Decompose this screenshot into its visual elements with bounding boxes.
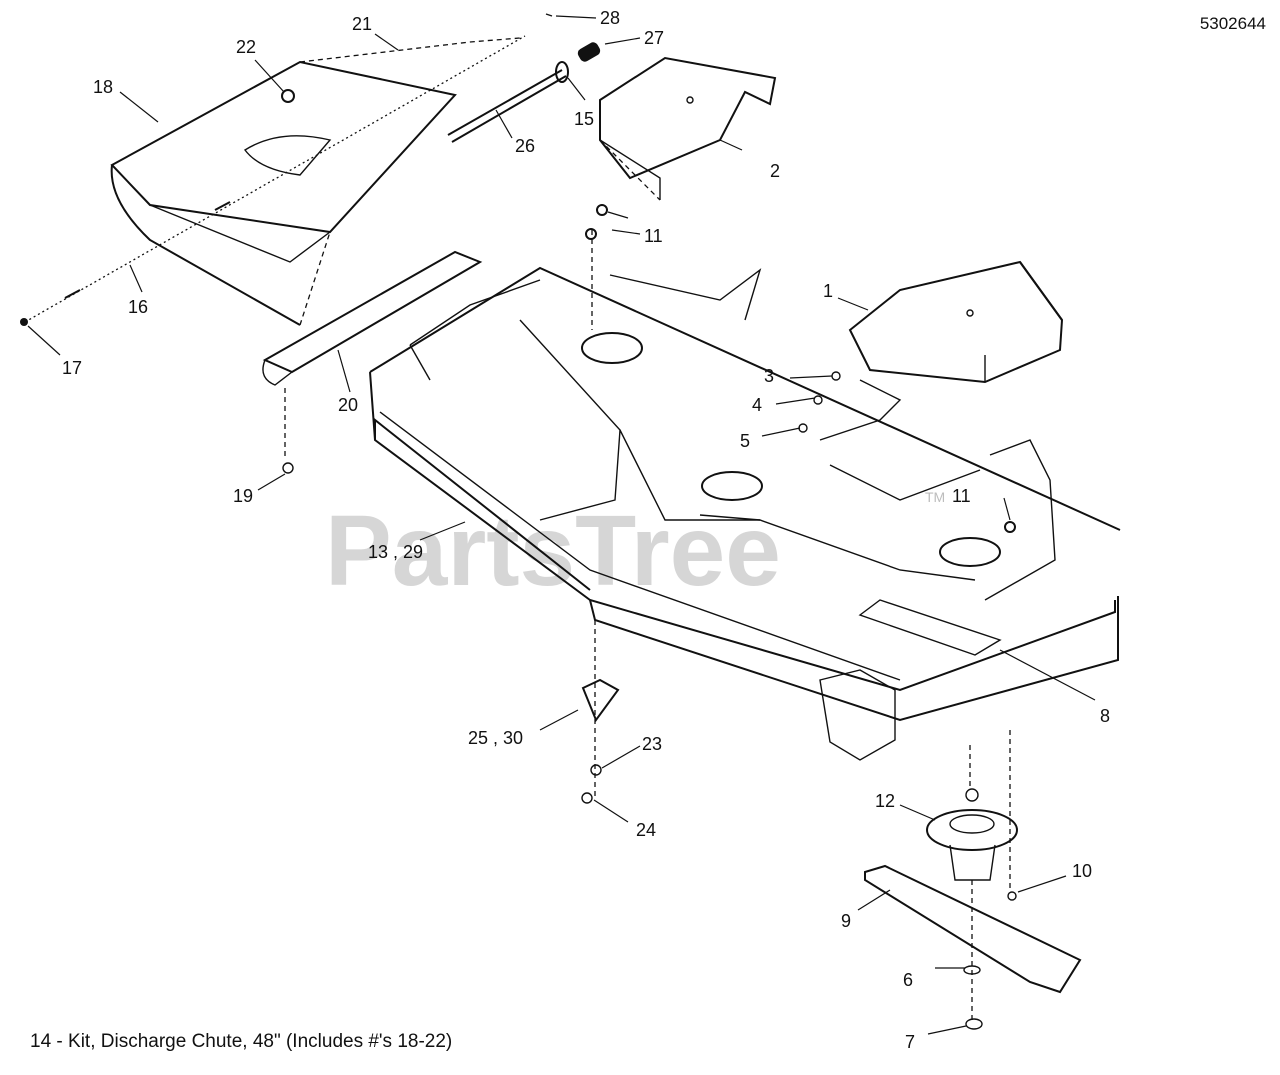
callout-21: 21 [352,14,372,34]
callout-25-30: 25 , 30 [468,728,523,748]
callout-16: 16 [128,297,148,317]
callout-8: 8 [1100,706,1110,726]
belt-cover-large[interactable] [848,260,1064,384]
callout-3: 3 [764,366,774,386]
watermark: PartsTree TM [325,489,945,607]
callout-11-deck: 11 [952,486,971,506]
hinge-rod[interactable] [20,35,526,326]
callout-2: 2 [770,161,780,181]
callout-10: 10 [1072,861,1092,881]
callout-4: 4 [752,395,762,415]
callout-26: 26 [515,136,535,156]
callout-labels: 1 2 3 4 5 6 7 8 9 10 11 11 12 13 , 29 15… [62,8,1110,1052]
discharge-chute[interactable] [110,37,521,326]
callout-22: 22 [236,37,256,57]
leader-lines [27,15,1096,1035]
callout-13-29: 13 , 29 [368,542,423,562]
callout-18: 18 [93,77,113,97]
callout-23: 23 [642,734,662,754]
mower-blade[interactable] [864,864,1082,1030]
footer-note: 14 - Kit, Discharge Chute, 48" (Includes… [30,1031,453,1052]
callout-11-top: 11 [644,226,663,246]
document-id: 5302644 [1199,14,1266,33]
callout-12: 12 [875,791,895,811]
rod-assembly[interactable] [447,13,602,143]
belt-cover-small[interactable] [599,56,777,201]
chute-deflector-bracket[interactable] [262,250,483,474]
callout-9: 9 [841,911,851,931]
callout-1: 1 [823,281,833,301]
callout-20: 20 [338,395,358,415]
callout-19: 19 [233,486,253,506]
spindle-assembly[interactable] [926,788,1018,881]
watermark-tm: TM [925,489,945,505]
callout-27: 27 [644,28,664,48]
callout-28: 28 [600,8,620,28]
mower-deck[interactable] [369,230,1121,890]
watermark-text: PartsTree [325,495,781,607]
callout-17: 17 [62,358,82,378]
hardware-parts [281,89,1016,804]
callout-5: 5 [740,431,750,451]
callout-24: 24 [636,820,656,840]
callout-6: 6 [903,970,913,990]
callout-15: 15 [574,109,594,129]
callout-7: 7 [905,1032,915,1052]
